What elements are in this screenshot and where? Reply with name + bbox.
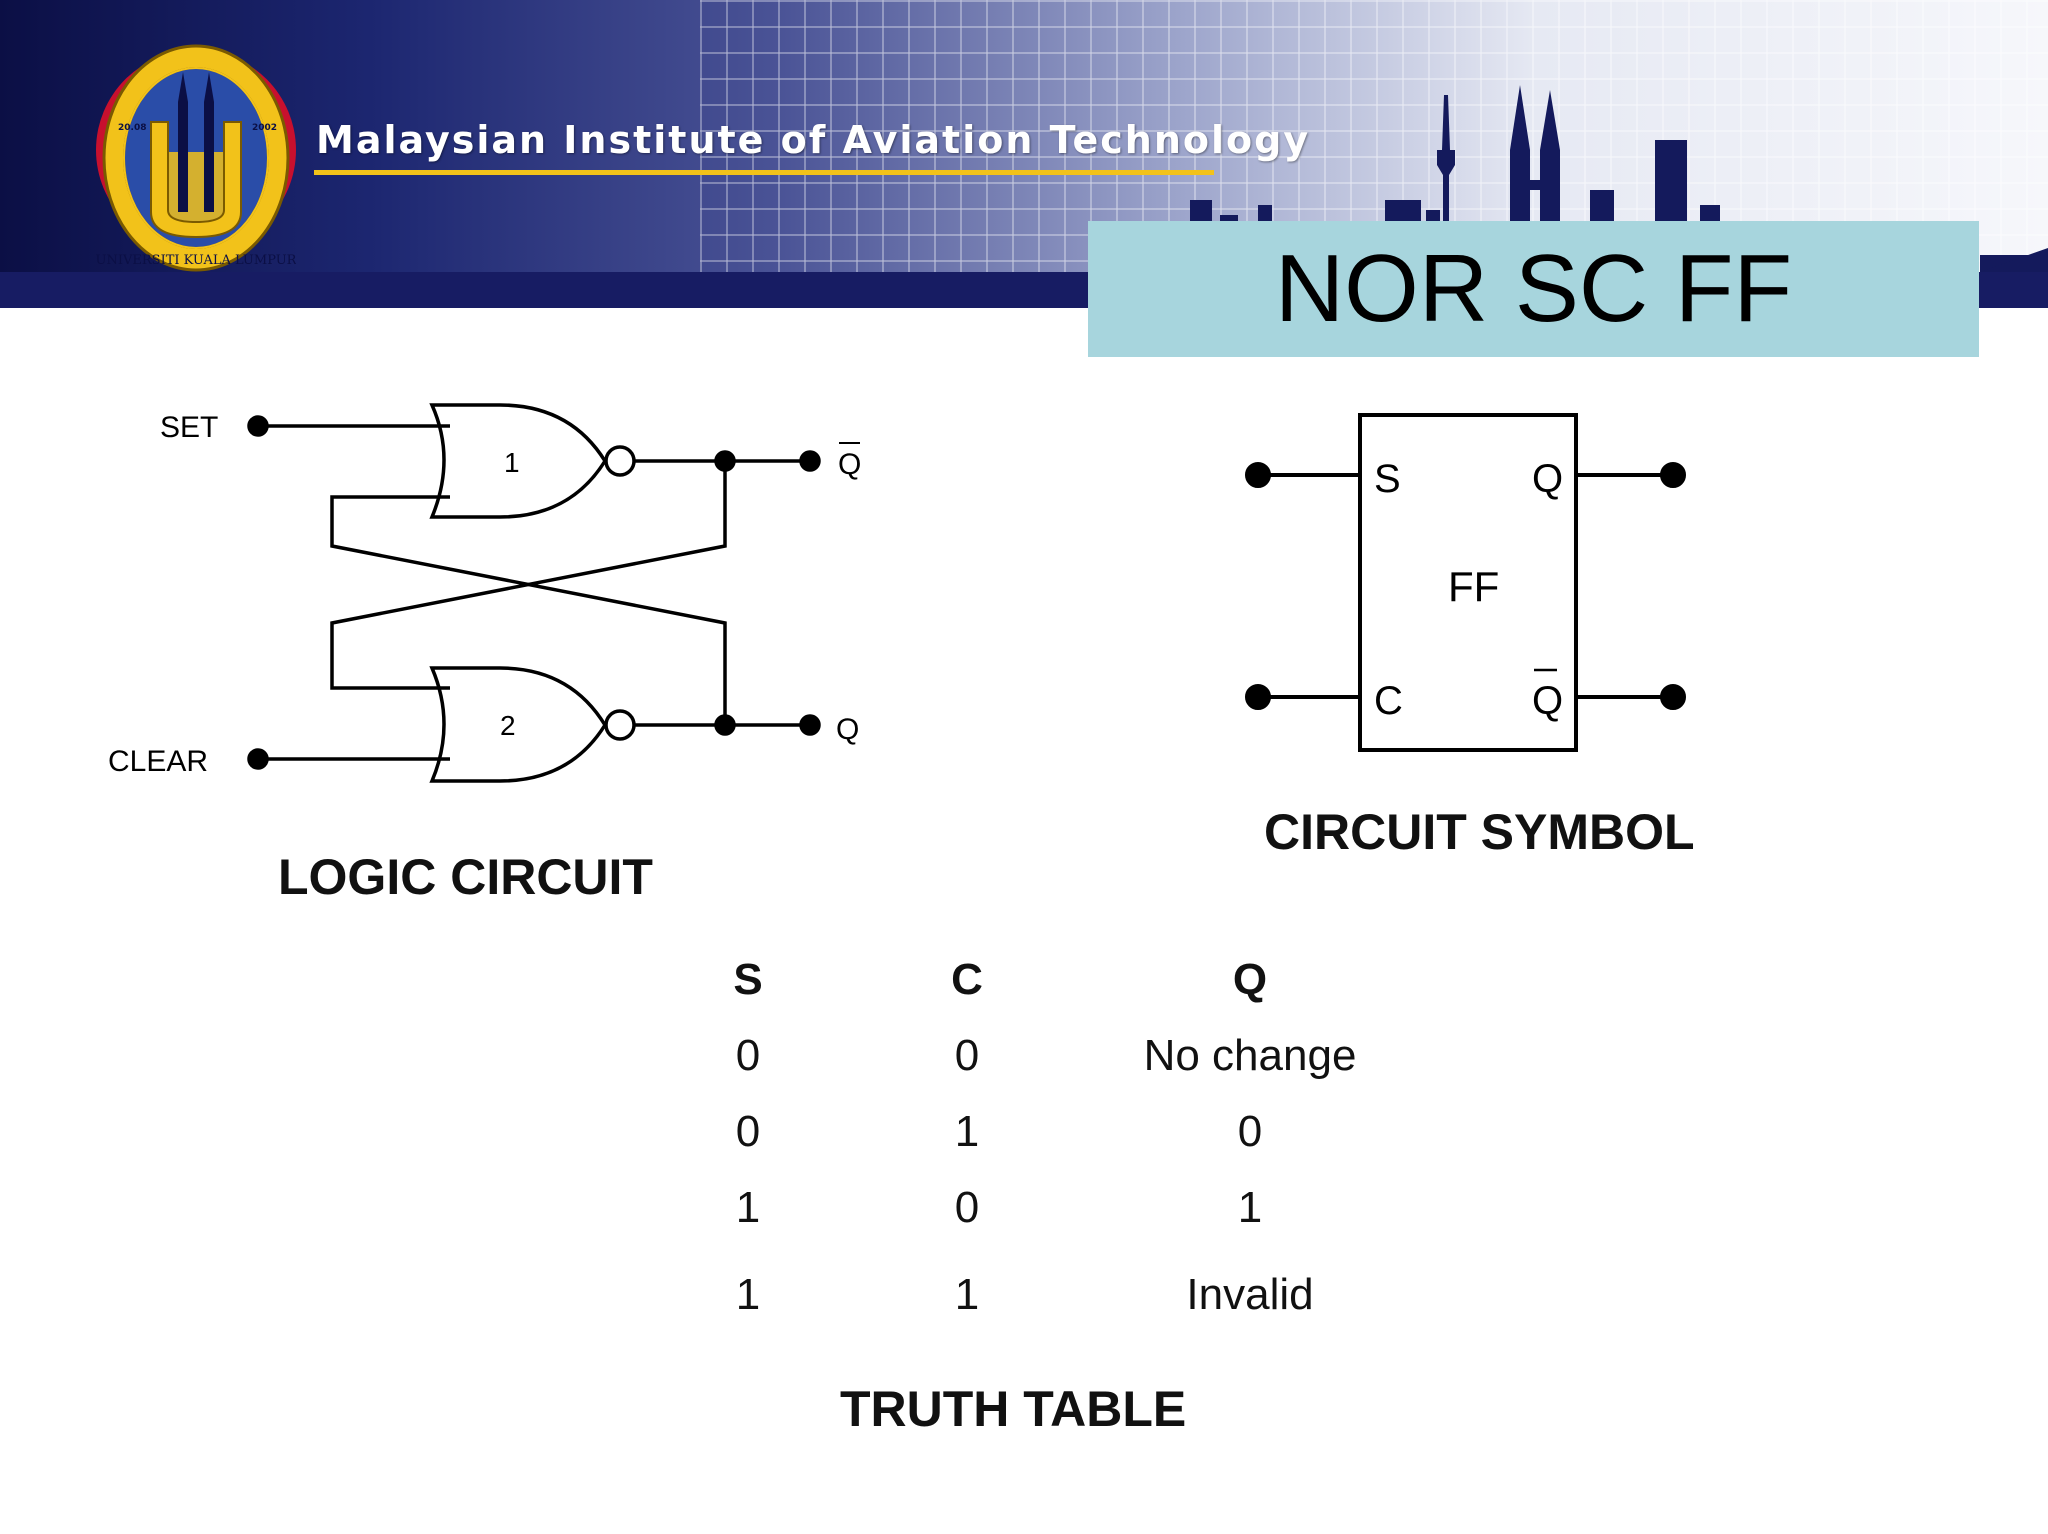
truth-table-cell: 0 [735,1107,761,1156]
nor-gate-2 [429,666,608,783]
truth-table-cell: 1 [735,1270,761,1319]
truth-table-caption: TRUTH TABLE [840,1381,1187,1437]
set-label: SET [160,411,218,444]
truth-table-cell: 0 [1237,1107,1263,1156]
q-bar-pin-terminal [1660,684,1686,710]
q-bar-pin-label: Q [1532,679,1563,723]
logo-ring-text: UNIVERSITI KUALA LUMPUR [96,253,296,268]
truth-table-header-q: Q [1232,955,1268,1004]
logic-circuit-caption: LOGIC CIRCUIT [278,849,653,905]
truth-table-cell: Invalid [1186,1270,1314,1319]
q-pin-label: Q [1532,457,1563,501]
truth-table-cell: 1 [954,1107,980,1156]
circuit-symbol [1245,413,1686,752]
slide-title: NOR SC FF [1274,235,1793,342]
s-pin-label: S [1374,457,1401,501]
title-box [1088,221,1979,357]
truth-table-cell: 0 [954,1183,980,1232]
logo-year-left: 20.08 [118,123,146,133]
q-pin-terminal [1660,462,1686,488]
c-pin-terminal [1245,684,1271,710]
q-bar-terminal [799,450,821,472]
truth-table-cell: 0 [954,1031,980,1080]
uniKL-logo: 20.08 2002 UNIVERSITI KUALA LUMPUR [96,44,296,272]
q-terminal [799,714,821,736]
ff-body-label: FF [1448,563,1499,610]
truth-table-cell: 1 [735,1183,761,1232]
circuit-symbol-caption: CIRCUIT SYMBOL [1264,804,1695,860]
c-pin-label: C [1374,679,1403,723]
gate-2-label: 2 [500,710,516,741]
truth-table-cell: 1 [1237,1183,1263,1232]
s-pin-terminal [1245,462,1271,488]
logo-year-right: 2002 [252,123,277,133]
institute-underline [314,170,1214,175]
truth-table-header-c: C [951,955,983,1004]
truth-table-header-s: S [733,955,763,1004]
q-bar-output-label: Q [838,448,861,481]
ff-block [1358,413,1578,752]
clear-label: CLEAR [108,745,208,778]
truth-table-cell: No change [1143,1031,1357,1080]
logic-circuit [247,403,821,783]
truth-table-cell: 0 [735,1031,761,1080]
truth-table-cell: 1 [954,1270,980,1319]
gate-1-label: 1 [504,447,520,478]
nor-gate-1 [429,403,608,519]
gate-1-bubble [604,445,636,477]
institute-name: Malaysian Institute of Aviation Technolo… [316,118,1311,162]
q-output-label: Q [836,713,859,746]
gate-2-bubble [604,709,636,741]
